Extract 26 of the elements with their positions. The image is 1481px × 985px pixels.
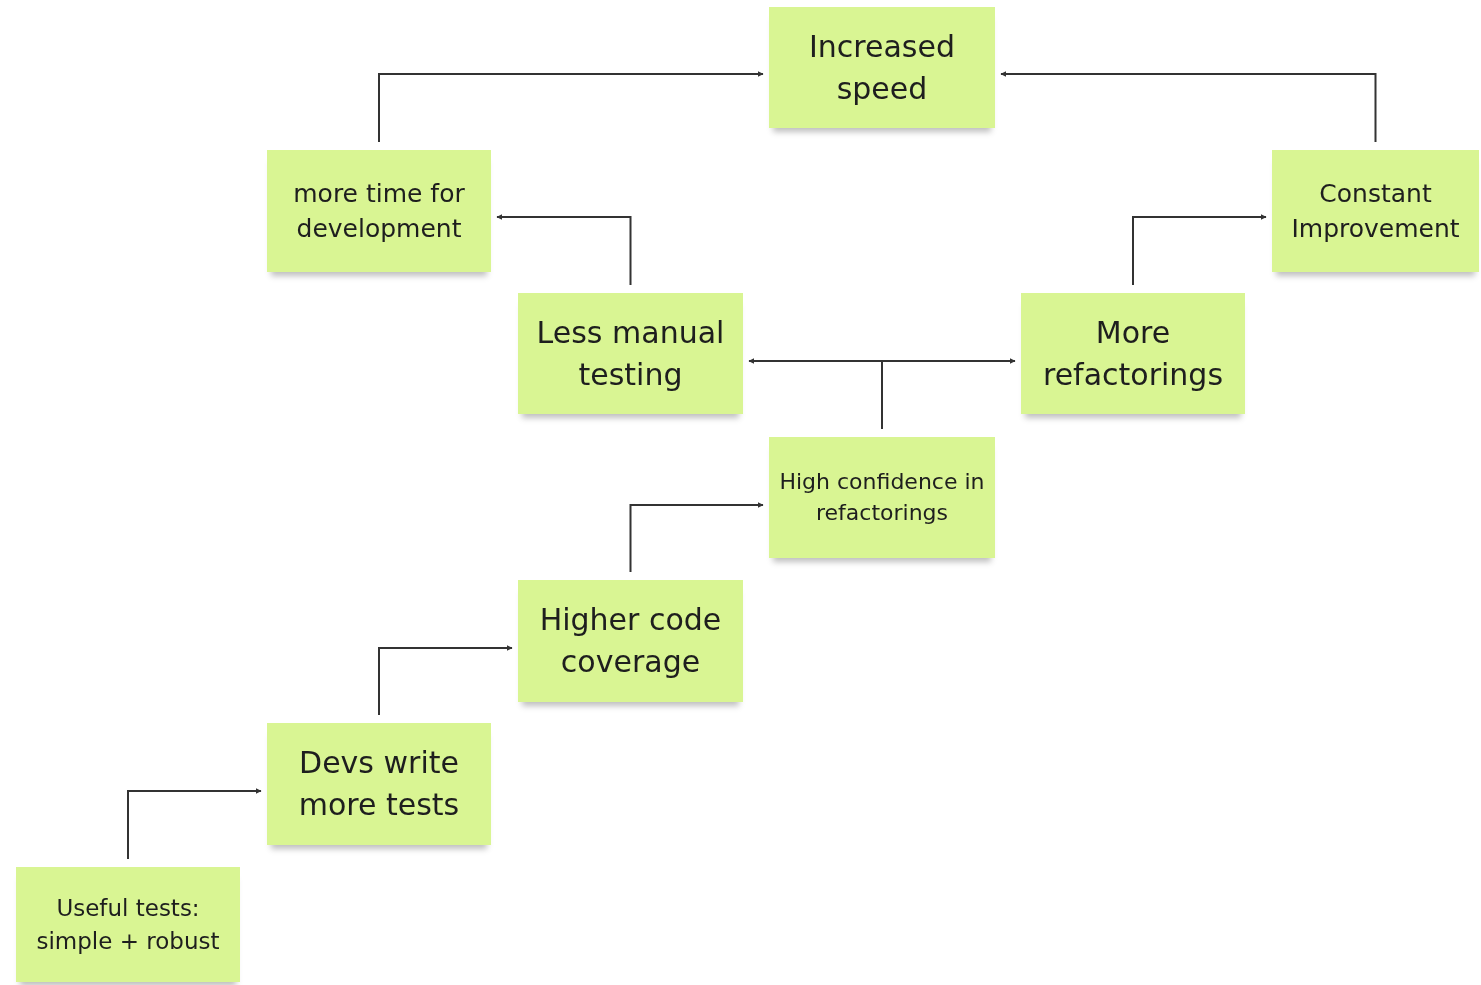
sticky-note — [267, 723, 491, 845]
sticky-note — [267, 150, 491, 272]
note-text: High confidence in refactorings — [778, 467, 986, 527]
note-text: Constant Improvement — [1290, 178, 1461, 245]
sticky-note — [518, 580, 743, 702]
sticky-note — [1021, 293, 1245, 414]
arrow — [378, 71, 764, 143]
note-text: more time for development — [292, 178, 466, 245]
sticky-note — [1272, 150, 1479, 272]
note-text: Useful tests: simple + robust — [35, 894, 221, 956]
arrow — [127, 788, 262, 860]
arrow — [1132, 214, 1267, 286]
arrow — [378, 645, 513, 716]
arrow — [496, 214, 632, 286]
note-text: Less manual testing — [535, 313, 726, 394]
sticky-note — [16, 867, 240, 982]
note-text: Devs write more tests — [297, 744, 461, 824]
note-text: Higher code coverage — [538, 601, 723, 681]
arrow — [629, 502, 764, 573]
arrow — [1000, 71, 1377, 143]
sticky-note — [518, 293, 743, 414]
sticky-note — [769, 7, 995, 128]
arrow — [881, 358, 1016, 430]
note-text: More refactorings — [1041, 313, 1224, 394]
sticky-note — [769, 437, 995, 558]
note-text: Increased speed — [808, 27, 956, 108]
